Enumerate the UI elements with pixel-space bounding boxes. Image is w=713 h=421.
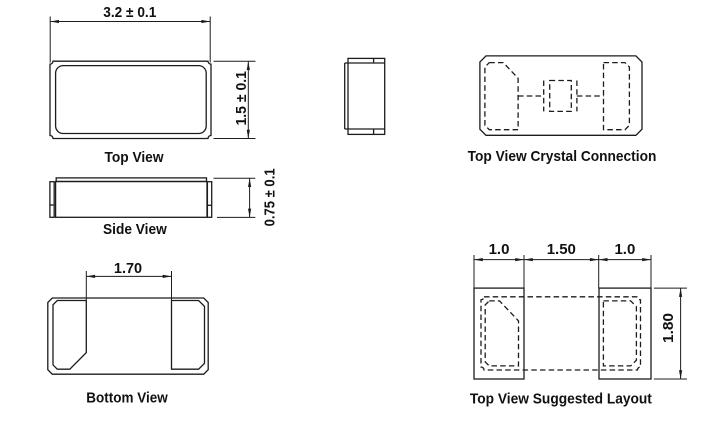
layout-height-dim-text: 1.80 — [660, 313, 677, 343]
layout-right-pad — [602, 300, 638, 367]
suggested-layout-label: Top View Suggested Layout — [470, 391, 652, 408]
arrowhead — [246, 61, 250, 70]
layout-gap-dim-text: 1.50 — [547, 241, 576, 258]
top-view-body-outline — [49, 60, 212, 140]
layout-left-land — [473, 287, 525, 380]
end-view-body — [347, 57, 386, 136]
bottom-view-left-pad — [52, 299, 87, 370]
bottom-view: 1.70 Bottom View — [47, 260, 209, 407]
crystal-connection-view: Top View Crystal Connection — [468, 55, 657, 165]
connection-right-pad — [602, 61, 631, 131]
layout-left-pad-dim-text: 1.0 — [489, 241, 510, 258]
top-height-dim-text: 1.5 ± 0.1 — [233, 71, 250, 126]
top-view-lid-outline — [54, 64, 207, 135]
top-view-label: Top View — [105, 149, 164, 166]
layout-left-pad — [484, 300, 520, 367]
arrowhead — [642, 258, 651, 262]
bottom-gap-dim-text: 1.70 — [114, 260, 142, 277]
crystal-connection-label: Top View Crystal Connection — [468, 148, 657, 165]
side-view-label: Side View — [103, 221, 167, 238]
end-view — [344, 57, 386, 136]
arrowhead — [474, 258, 483, 262]
arrowhead — [86, 274, 96, 278]
side-view-left-terminal — [49, 181, 55, 218]
side-view-right-terminal — [206, 181, 213, 218]
layout-package-outline — [480, 296, 642, 371]
layout-right-land — [598, 287, 652, 380]
top-width-dim-text: 3.2 ± 0.1 — [103, 4, 156, 21]
side-view: 0.75 ± 0.1 Side View — [49, 168, 278, 238]
arrowhead — [524, 258, 533, 262]
arrowhead — [598, 258, 608, 262]
arrowhead — [246, 129, 250, 139]
top-view: 3.2 ± 0.1 1.5 ± 0.1 Top View — [49, 4, 256, 166]
connection-body-outline — [479, 55, 643, 136]
suggested-layout-view: 1.0 1.50 1.0 1.80 Top View Suggested Lay… — [470, 241, 687, 408]
crystal-body — [549, 79, 572, 113]
connection-left-pad — [484, 61, 519, 131]
arrowhead — [248, 208, 252, 218]
layout-right-pad-dim-text: 1.0 — [614, 241, 635, 258]
arrowhead — [162, 274, 172, 278]
arrowhead — [50, 19, 59, 24]
bottom-view-right-pad — [170, 299, 206, 370]
arrowhead — [201, 19, 211, 24]
bottom-view-label: Bottom View — [86, 390, 168, 407]
arrowhead — [679, 288, 683, 297]
arrowhead — [515, 258, 524, 262]
side-height-dim-text: 0.75 ± 0.1 — [261, 168, 278, 226]
arrowhead — [248, 178, 252, 187]
side-view-body — [54, 180, 208, 218]
arrowhead — [679, 370, 683, 379]
arrowhead — [589, 258, 599, 262]
bottom-view-body-outline — [47, 297, 209, 375]
